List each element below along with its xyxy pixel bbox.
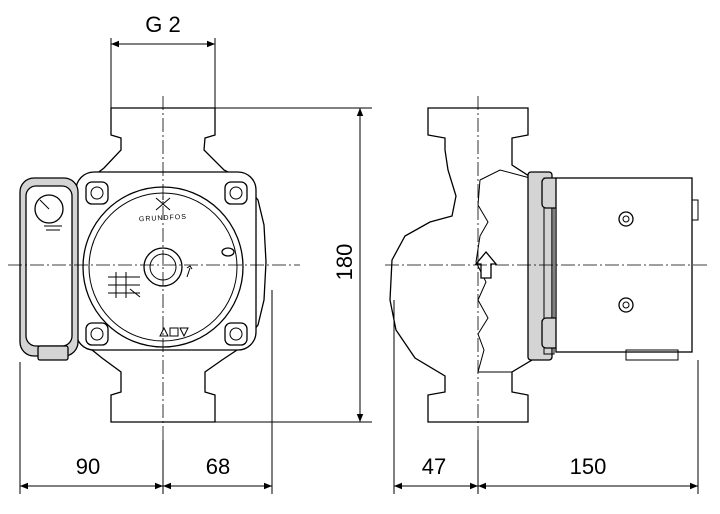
dimension-thread: G 2 [110,12,216,108]
indicator-oval [221,247,235,257]
left-width-label: 90 [76,454,100,479]
side-front-label: 47 [422,454,446,479]
right-width-label: 68 [206,454,230,479]
dimension-front-widths: 90 68 [19,290,273,494]
corner-screws [85,181,248,346]
thread-label: G 2 [145,12,180,37]
front-view: GRUNDFOS [19,107,267,423]
terminal-box [19,177,79,361]
dimension-height: 180 [215,107,372,423]
warning-symbols-icon [159,326,189,338]
side-inner-contour [475,169,531,373]
speed-selector-marks [108,272,141,298]
side-depth-label: 150 [570,454,607,479]
height-label: 180 [332,244,357,281]
motor-screws [618,211,634,313]
rotation-arrow-icon [186,265,193,278]
center-lines [8,96,710,440]
dimension-side-widths: 47 150 [393,300,699,494]
motor-flange [527,171,553,361]
